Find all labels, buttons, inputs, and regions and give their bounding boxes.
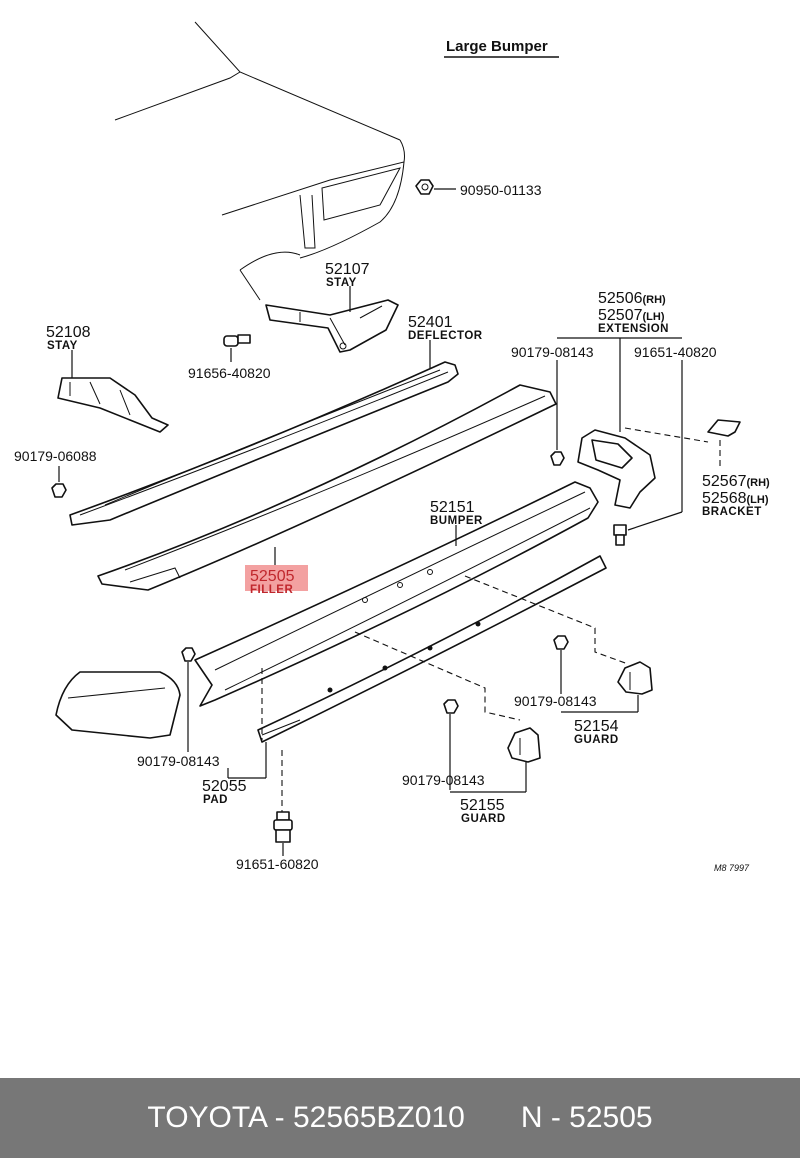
part-number-91651-40820-top: 91651-40820: [634, 344, 717, 360]
part-number-90179-08143-left: 90179-08143: [137, 753, 220, 769]
part-number-52155: 52155: [460, 797, 505, 814]
bumper-end-left: [55, 671, 181, 739]
diagram-title: Large Bumper: [446, 38, 548, 55]
part-number-52507: 52507(LH): [598, 307, 665, 324]
stay-52107: [265, 286, 399, 353]
part-number-91651-60820: 91651-60820: [236, 856, 319, 872]
nut-90179-06088: [51, 466, 67, 498]
clip-90950: [415, 179, 456, 195]
part-number-90179-08143-mid: 90179-08143: [402, 772, 485, 788]
part-number-52506: 52506(RH): [598, 290, 666, 307]
extension-52506-52507: [557, 337, 682, 509]
part-name-bumper: BUMPER: [430, 515, 483, 527]
part-number-91656-40820: 91656-40820: [188, 365, 271, 381]
part-name-deflector: DEFLECTOR: [408, 330, 483, 342]
guard-52155: [450, 727, 541, 793]
part-number-52154: 52154: [574, 718, 619, 735]
part-number-90950-01133: 90950-01133: [460, 182, 542, 198]
part-name-bracket: BRACKET: [702, 506, 762, 518]
footer-part-number: TOYOTA - 52565BZ010: [147, 1101, 465, 1134]
part-number-52567: 52567(RH): [702, 473, 770, 490]
guard-52154: [561, 661, 653, 713]
part-number-90179-06088: 90179-06088: [14, 448, 97, 464]
part-number-90179-08143-right: 90179-08143: [514, 693, 597, 709]
filler-highlight: [245, 565, 308, 591]
part-name-guard-52155: GUARD: [461, 813, 506, 825]
footer-reference: N - 52505: [520, 1101, 653, 1134]
bolt-91651-bottom: [273, 811, 293, 856]
part-name-stay-52108: STAY: [47, 340, 78, 352]
assembly-dashed-lines: [261, 575, 629, 820]
stay-52108: [57, 350, 169, 433]
bumper-52151: [194, 481, 599, 707]
nut-90179-mid: [443, 699, 459, 790]
part-number-52151: 52151: [430, 499, 475, 516]
part-name-filler: FILLER: [250, 584, 293, 596]
part-name-extension: EXTENSION: [598, 323, 669, 335]
part-name-pad: PAD: [203, 794, 228, 806]
part-number-52107: 52107: [325, 261, 370, 278]
bolt-91656: [223, 334, 251, 362]
bolt-91651-top: [613, 360, 683, 546]
part-name-stay-52107: STAY: [326, 277, 357, 289]
nut-90179-left: [181, 647, 196, 752]
parts-diagram: Large Bumper 90950-01133 52107 STAY 5210…: [14, 21, 770, 873]
nut-90179-right: [553, 635, 569, 694]
part-number-52401: 52401: [408, 314, 453, 331]
part-number-52108: 52108: [46, 324, 91, 341]
footer-bar: TOYOTA - 52565BZ010 N - 52505: [0, 1078, 800, 1158]
part-number-52568: 52568(LH): [702, 490, 769, 507]
nut-90179-top: [550, 360, 565, 466]
bracket-52567-52568: [624, 419, 741, 470]
part-number-52505: 52505: [250, 568, 295, 585]
car-body-illustration: [114, 21, 405, 301]
part-number-52055: 52055: [202, 778, 247, 795]
deflector-52401: [69, 340, 459, 526]
part-number-90179-08143-top: 90179-08143: [511, 344, 594, 360]
diagram-code: M8 7997: [714, 863, 750, 873]
part-name-guard-52154: GUARD: [574, 734, 619, 746]
pad-52055: [227, 555, 607, 779]
